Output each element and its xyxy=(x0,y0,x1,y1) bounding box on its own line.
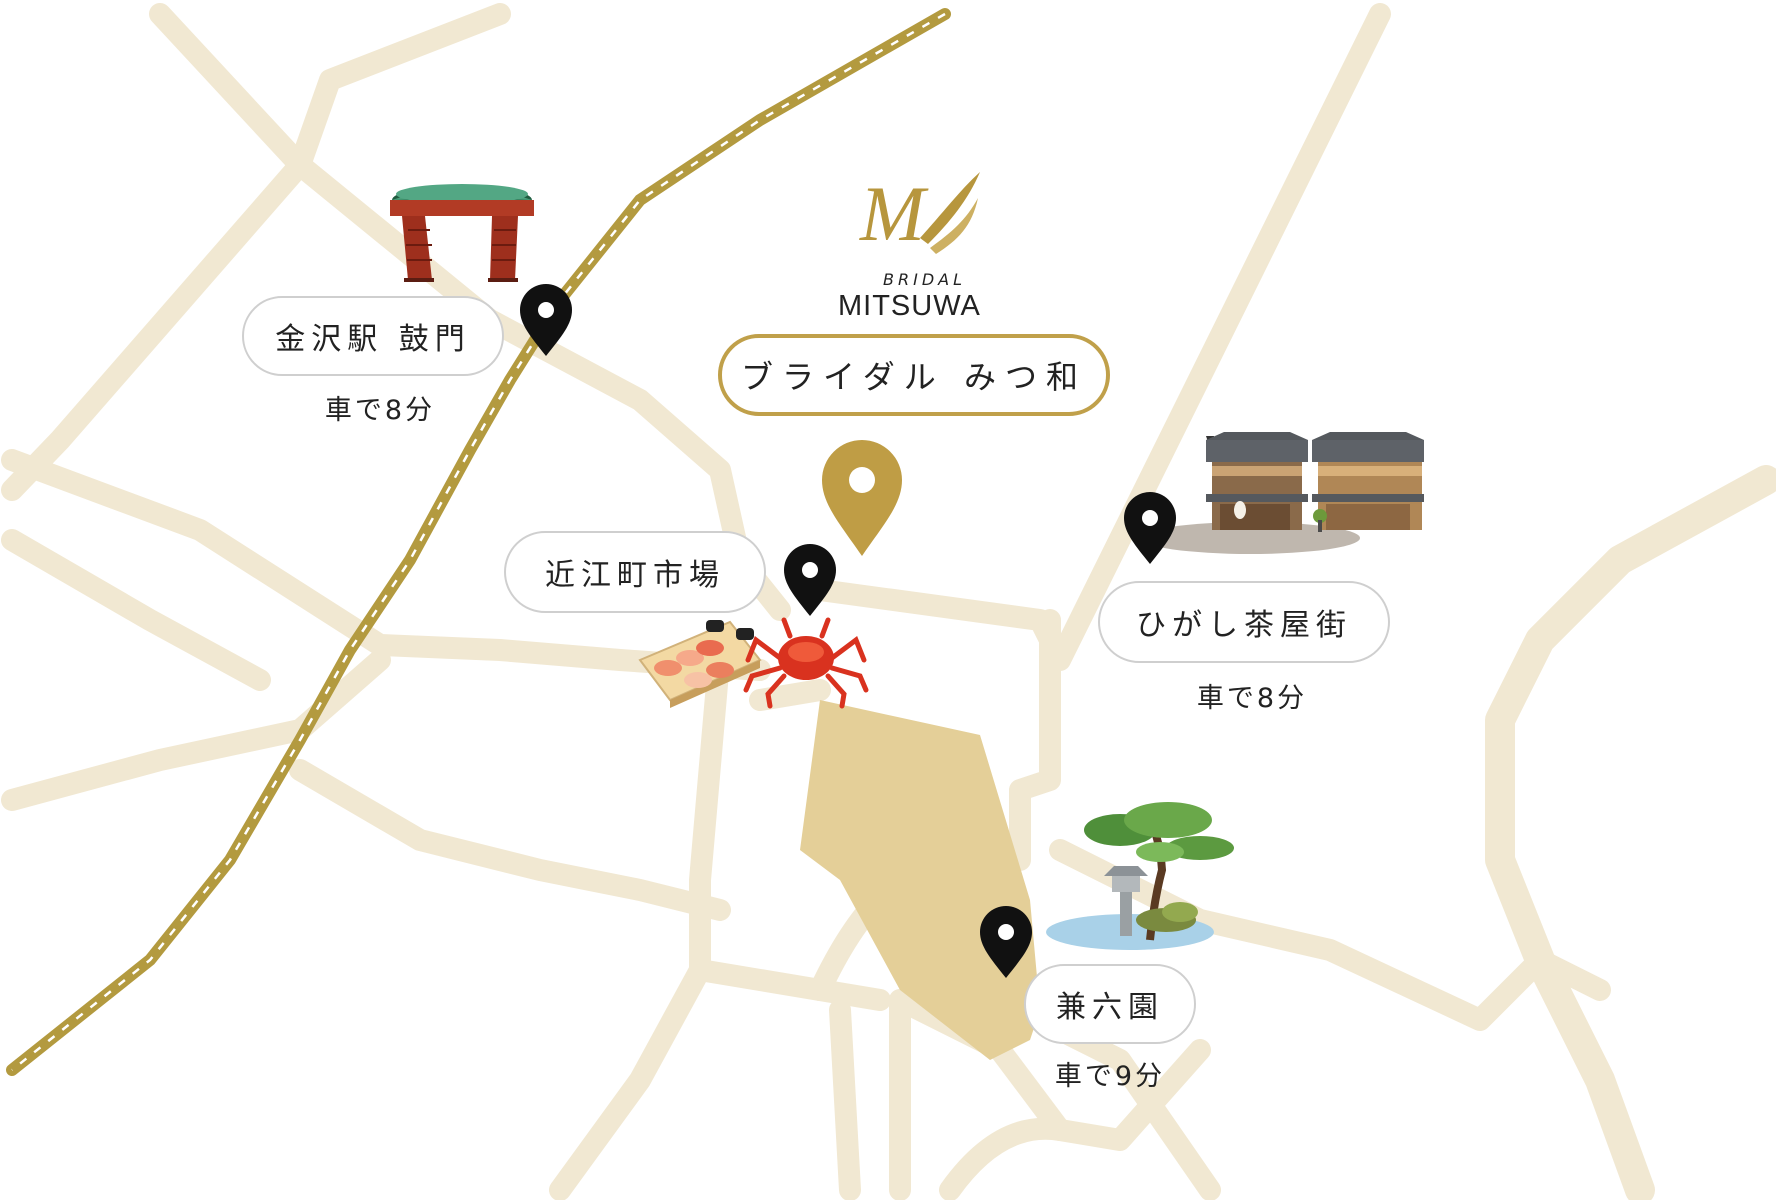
railway-line xyxy=(6,8,951,1076)
label-higashi-chaya[interactable]: ひがし茶屋街 xyxy=(1098,581,1390,663)
gold-map-pin-icon[interactable] xyxy=(822,440,902,556)
label-omicho-market-text: 近江町市場 xyxy=(545,558,725,593)
pin-higashi-chaya[interactable] xyxy=(1124,492,1176,564)
crab-icon xyxy=(743,617,869,709)
label-kanazawa-station-text: 金沢駅 鼓門 xyxy=(275,322,471,357)
pin-omicho-market[interactable] xyxy=(784,544,836,616)
logo-text: BRIDAL MITSUWA xyxy=(838,270,1038,330)
pin-kenrokuen[interactable] xyxy=(980,906,1032,978)
label-kenrokuen[interactable]: 兼六園 xyxy=(1024,964,1196,1044)
logo-name: MITSUWA xyxy=(838,290,981,322)
travel-time-higashi-chaya: 車で8分 xyxy=(1196,683,1308,714)
logo-subtitle: BRIDAL xyxy=(883,270,966,289)
tsuzumimon-gate-icon xyxy=(390,184,534,282)
pin-kanazawa-station[interactable] xyxy=(520,284,572,356)
label-kanazawa-station[interactable]: 金沢駅 鼓門 xyxy=(242,296,504,376)
teahouse-street-icon xyxy=(1140,432,1424,554)
garden-lantern-icon xyxy=(1046,802,1234,950)
venue-name-label[interactable]: ブライダル みつ和 xyxy=(718,334,1110,416)
logo-mark-letter: M xyxy=(859,170,929,257)
travel-time-kanazawa-station: 車で8分 xyxy=(324,395,436,426)
label-kenrokuen-text: 兼六園 xyxy=(1056,990,1164,1025)
castle-park-area xyxy=(800,700,1040,1060)
label-omicho-market[interactable]: 近江町市場 xyxy=(504,531,766,613)
mitsuwa-logo-mark: M xyxy=(859,170,980,257)
travel-time-kenrokuen: 車で9分 xyxy=(1054,1061,1166,1092)
sushi-icon xyxy=(638,620,762,708)
label-higashi-chaya-text: ひがし茶屋街 xyxy=(1136,608,1352,643)
